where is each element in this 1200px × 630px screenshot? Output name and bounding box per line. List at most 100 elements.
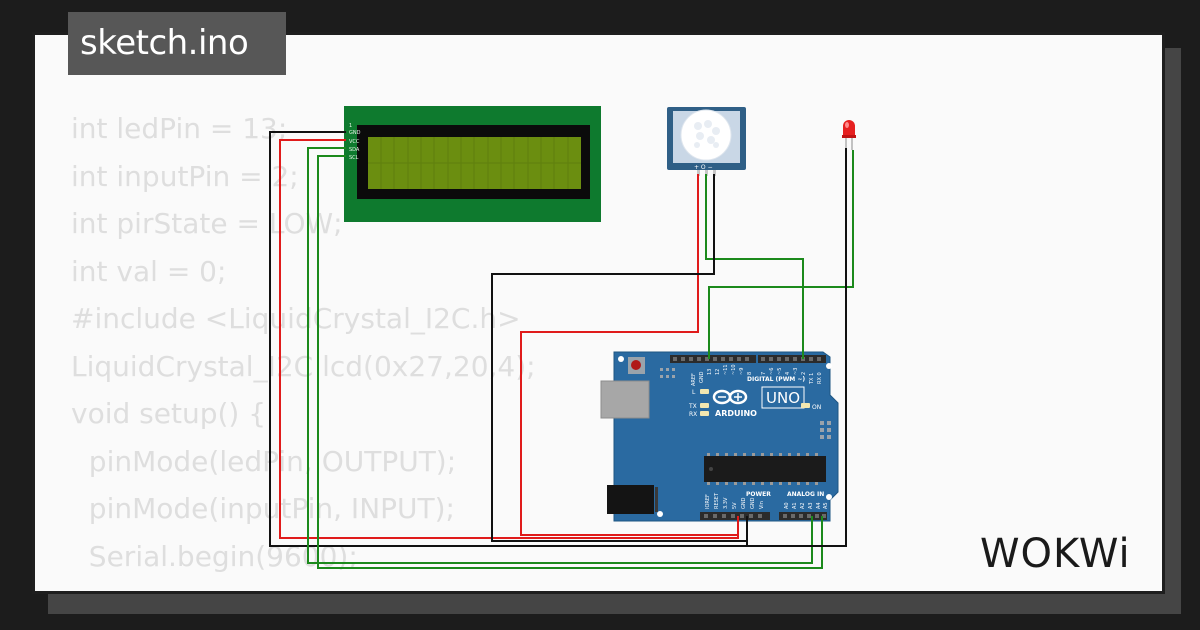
chip-notch — [709, 467, 713, 471]
bottom-header-pins — [704, 514, 826, 518]
pin-label: A2 — [800, 502, 806, 509]
pin-label: IOREF — [705, 494, 711, 509]
pir-pin — [705, 170, 708, 176]
lcd-pin-label: SCL — [349, 155, 359, 161]
power-label: POWER — [746, 491, 771, 498]
l-led-label: L — [692, 389, 696, 396]
code-background: int ledPin = 13; int inputPin = 2; int pir… — [71, 105, 536, 580]
mount-hole — [618, 356, 624, 362]
wire-lcd-vcc — [279, 139, 739, 539]
wire-lcd-sda — [307, 147, 813, 564]
wokwi-logo-text: WOKWi — [980, 531, 1131, 577]
pin-label: Vin — [759, 501, 765, 509]
wires — [269, 131, 854, 569]
red-led[interactable] — [842, 120, 856, 150]
arduino-brand: ARDUINO — [715, 409, 757, 418]
on-led — [801, 403, 810, 408]
pir-lens-pattern — [694, 120, 720, 148]
icsp-header-top — [660, 368, 675, 378]
pin-label: RESET — [714, 492, 720, 509]
pin-label: 12 — [715, 369, 721, 375]
pir-pin-labels: + O − — [694, 164, 713, 171]
code-line: LiquidCrystal_I2C lcd(0x27,20,4); — [71, 349, 536, 383]
pin-label: GND — [741, 497, 747, 509]
analog-in-label: ANALOG IN — [787, 491, 824, 498]
wire-lcd-scl — [317, 155, 823, 569]
uno-label-box — [761, 386, 805, 409]
mount-hole — [657, 511, 663, 517]
pin-label: 8 — [747, 372, 753, 375]
digital-header-right — [758, 355, 826, 363]
pin-label: 2 — [801, 372, 807, 375]
tx-led — [700, 403, 709, 408]
wire-pir-gnd — [491, 174, 747, 542]
pin-label: 7 — [761, 372, 767, 375]
mount-hole — [826, 363, 832, 369]
pin-label: 3.3V — [723, 497, 729, 509]
rx-led-label: RX — [689, 411, 697, 418]
lcd-pin-label: 1 — [349, 123, 352, 129]
pir-sensor[interactable]: + O − — [667, 107, 746, 176]
pin-label: A0 — [784, 502, 790, 509]
led-body — [843, 120, 855, 136]
pir-pin — [713, 170, 716, 176]
icsp-header-right — [820, 421, 831, 439]
lcd-pin-label: GND — [349, 130, 361, 136]
power-jack — [607, 485, 654, 514]
wire-led-anode — [708, 150, 854, 359]
code-line: void setup() { — [71, 397, 267, 430]
l-led — [700, 389, 709, 394]
led-highlight — [845, 122, 849, 128]
wire-led-cathode — [747, 148, 847, 547]
power-pin-labels: IOREF RESET 3.3V 5V GND GND Vin — [705, 492, 765, 509]
code-line: #include <LiquidCrystal_I2C.h> — [71, 302, 521, 335]
pin-label: 5V — [732, 502, 738, 509]
pin-label: ~10 — [731, 364, 737, 375]
led-rim — [842, 135, 856, 138]
code-line: int pirState = LOW; — [71, 207, 343, 240]
pin-label: ~3 — [793, 368, 799, 375]
pir-dome — [680, 109, 732, 161]
arduino-uno-board[interactable]: AREF GND 13 12 ~11 ~10 ~9 8 7 ~6 ~5 4 ~3… — [600, 351, 839, 522]
reset-button[interactable] — [631, 360, 641, 370]
analog-pin-labels: A0 A1 A2 A3 A4 A5 — [784, 502, 829, 509]
code-line: pinMode(inputPin, INPUT); — [71, 492, 455, 525]
pin-label: ~9 — [739, 368, 745, 375]
rx-led — [700, 411, 709, 416]
lcd-pin-label: VCC — [349, 139, 360, 145]
pin-label: 13 — [707, 369, 713, 375]
wire-pir-out — [705, 174, 804, 359]
pin-label: GND — [699, 371, 705, 383]
pin-label: A4 — [816, 502, 822, 509]
pin-label: TX 1 — [809, 373, 815, 385]
pin-label: RX 0 — [817, 372, 823, 384]
lcd-char-grid — [368, 137, 581, 189]
on-label: ON — [812, 404, 821, 411]
code-line: int val = 0; — [71, 254, 227, 288]
arduino-infinity-icon — [712, 389, 748, 405]
chip-pins — [707, 453, 818, 485]
pin-label: ~6 — [769, 368, 775, 375]
pin-label: ~5 — [777, 368, 783, 375]
tx-led-label: TX — [688, 403, 697, 410]
wokwi-logo: WOKWi — [980, 531, 1131, 577]
sketch-title: sketch.ino — [68, 12, 286, 75]
usb-port — [600, 380, 650, 419]
lcd-display[interactable]: 1 GND VCC SDA SCL — [344, 106, 601, 222]
wire-pir-vcc — [520, 174, 738, 536]
wire-lcd-gnd — [269, 131, 748, 547]
lcd-pin-label: SDA — [349, 147, 360, 153]
code-line: pinMode(ledPin, OUTPUT); — [71, 444, 457, 478]
code-line: int ledPin = 13; — [71, 112, 288, 145]
pin-label: A3 — [808, 502, 814, 509]
lcd-pin-labels: 1 GND VCC SDA SCL — [349, 123, 361, 161]
power-jack-edge — [655, 487, 658, 512]
pir-pin — [697, 170, 700, 176]
digital-label: DIGITAL (PWM ~) — [747, 376, 805, 383]
pin-label: GND — [750, 497, 756, 509]
pin-label: ~11 — [723, 364, 729, 375]
code-line: int inputPin = 2; — [71, 159, 299, 193]
digital-pin-labels: AREF GND 13 12 ~11 ~10 ~9 8 7 ~6 ~5 4 ~3… — [691, 364, 823, 386]
pin-label: A1 — [792, 502, 798, 509]
